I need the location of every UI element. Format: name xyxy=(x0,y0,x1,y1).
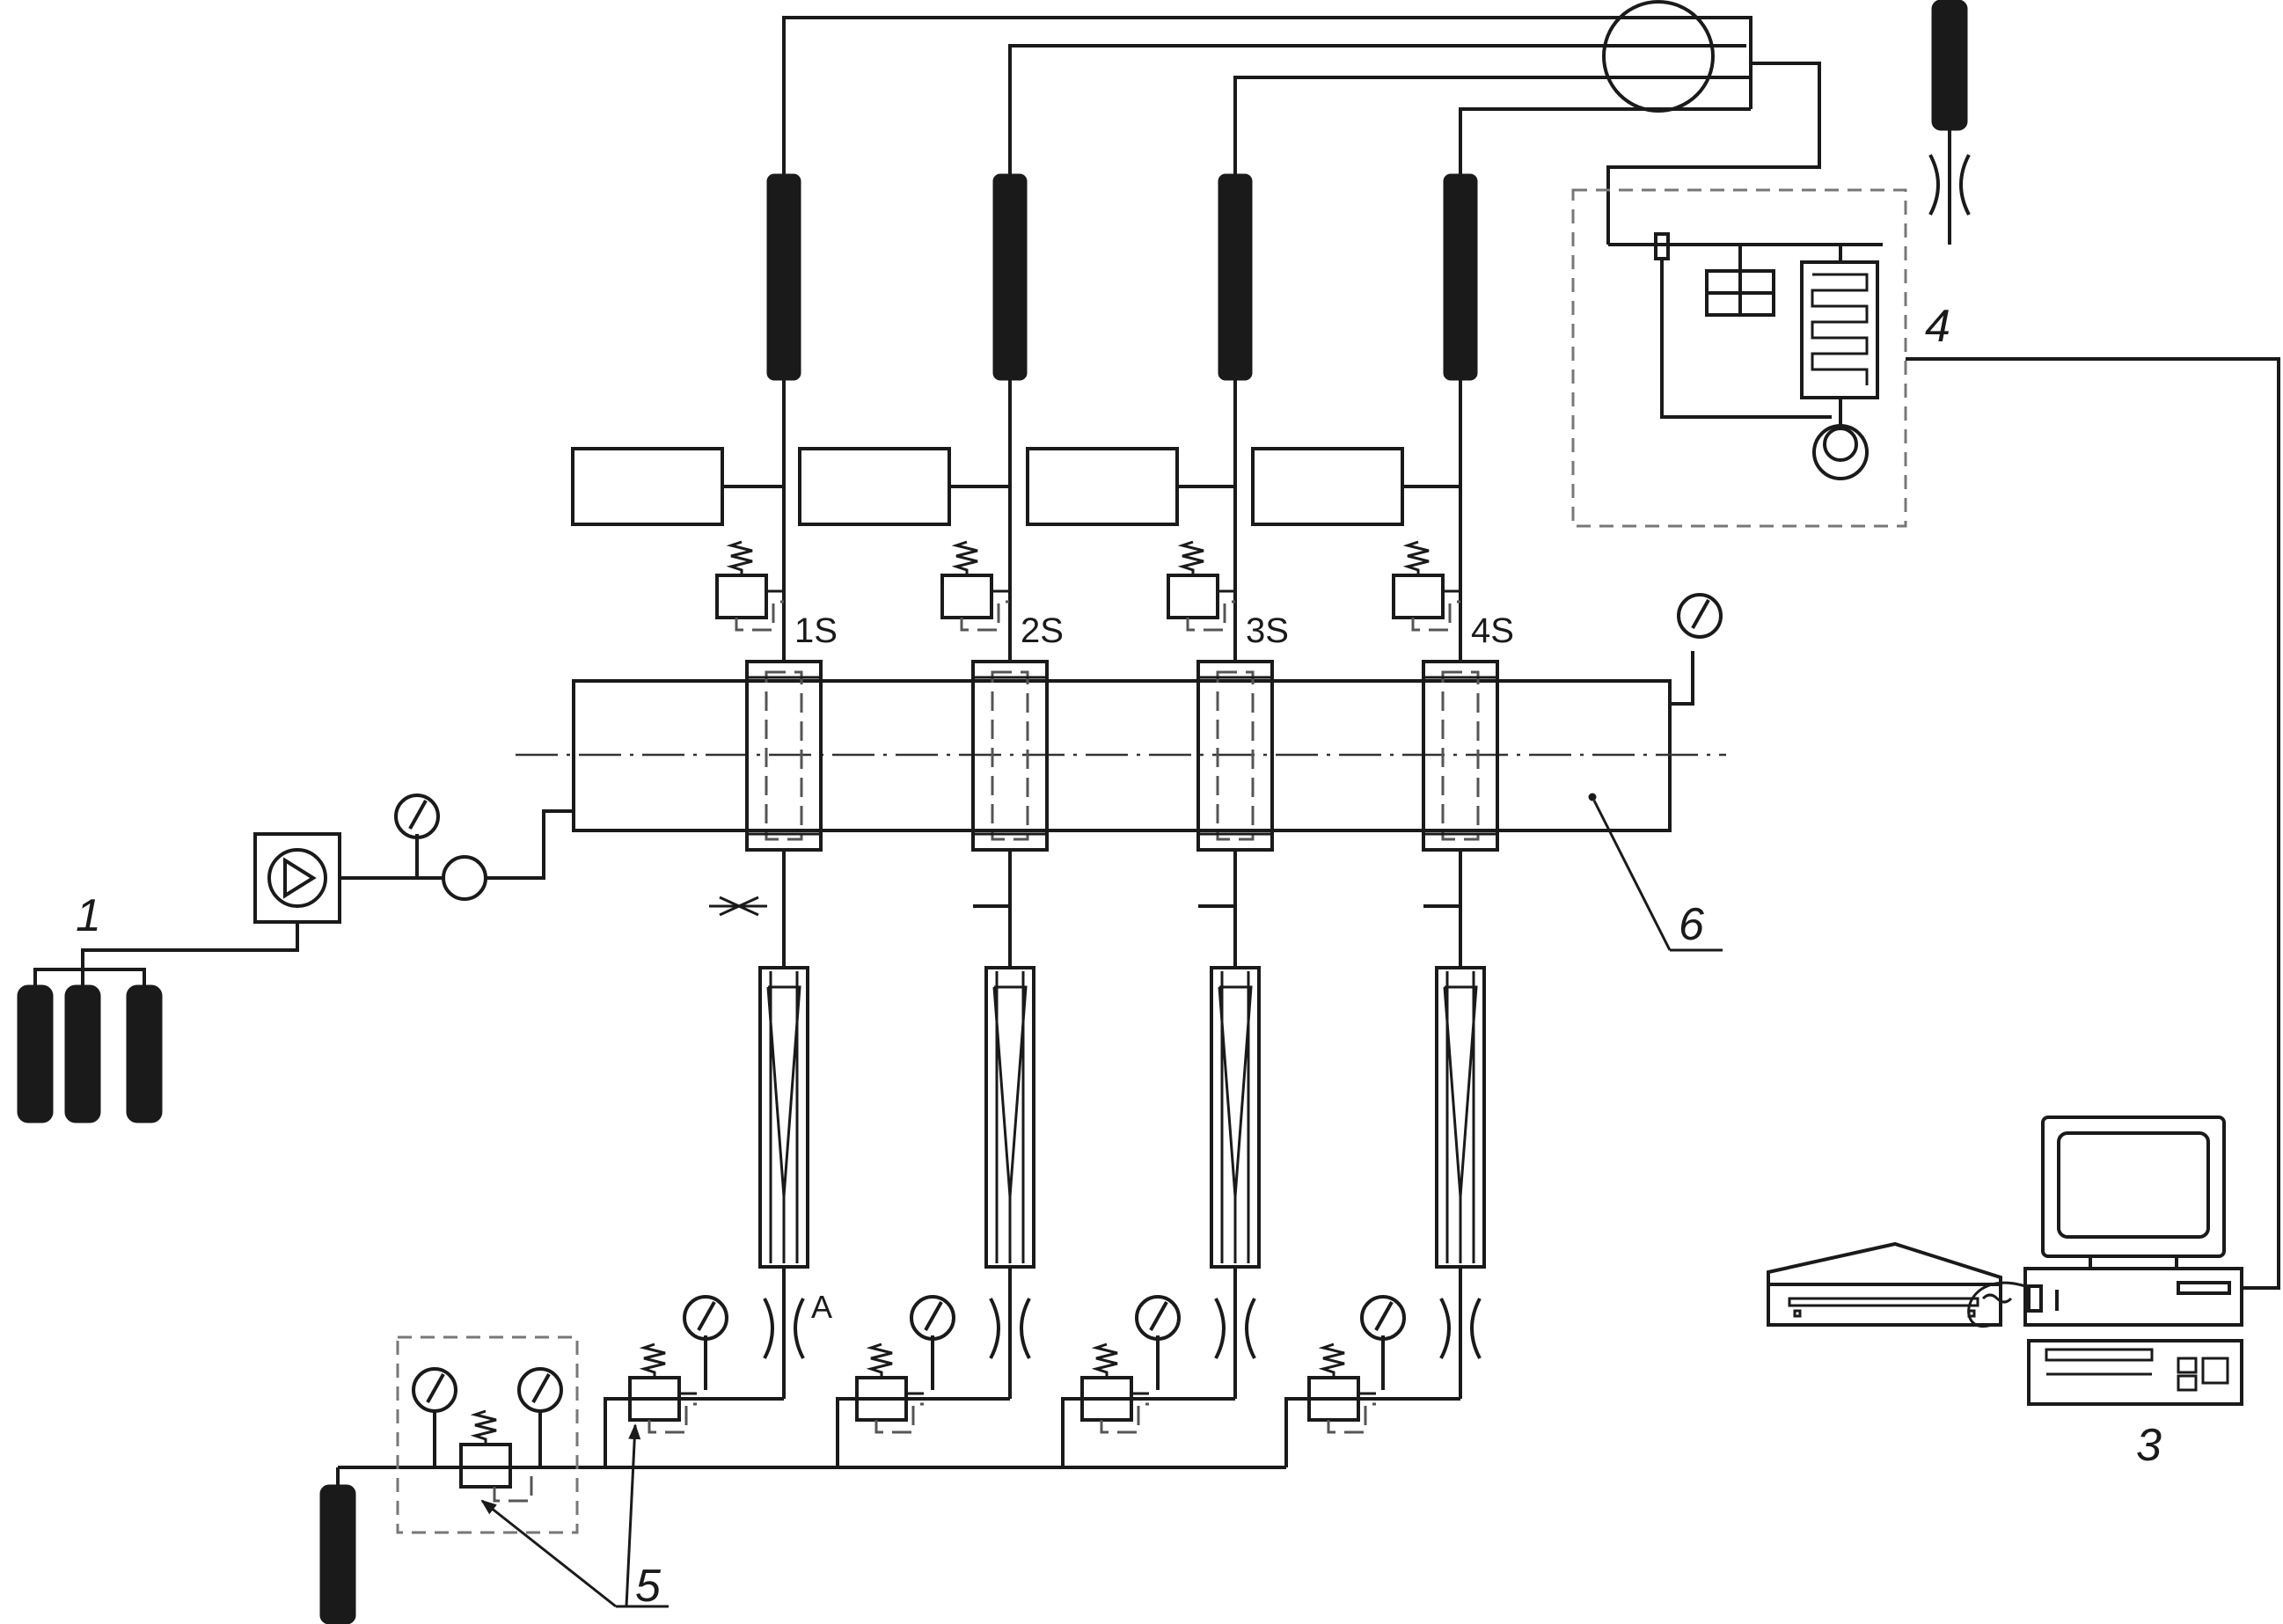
section-label-3s: 3S xyxy=(1246,611,1289,650)
carrier-gas-cylinder-top xyxy=(1928,0,1971,245)
section-label-1s: 1S xyxy=(794,611,838,650)
column-tube xyxy=(516,593,1726,952)
detector-unit xyxy=(1571,188,2280,1290)
callout-4: 4 xyxy=(1925,301,1950,352)
callout-1: 1 xyxy=(76,890,101,941)
callout-3: 3 xyxy=(2136,1420,2162,1471)
section-label-4s: 4S xyxy=(1471,611,1514,650)
regulator-manifold xyxy=(319,1295,1460,1624)
section-label-2s: 2S xyxy=(1021,611,1064,650)
callout-5: 5 xyxy=(635,1561,662,1612)
point-label-a: A xyxy=(811,1289,832,1325)
sampling-branches xyxy=(571,173,1486,1399)
switching-valve-lines xyxy=(782,0,1821,245)
computer xyxy=(1767,1116,2243,1406)
callout-6: 6 xyxy=(1679,899,1704,950)
gas-supply xyxy=(17,794,574,1123)
